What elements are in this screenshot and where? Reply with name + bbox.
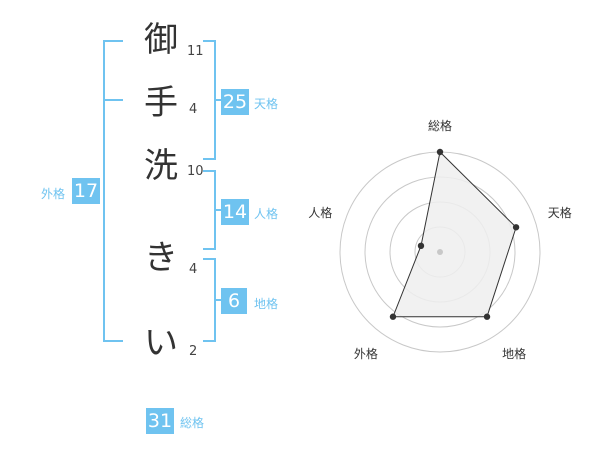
tenkaku-label: 天格 [254,97,279,111]
chikaku-label: 地格 [254,297,279,311]
stroke-count-4: 4 [189,262,198,277]
soukaku-label: 総格 [180,416,205,430]
stroke-count-2: 4 [189,102,198,117]
jinkaku-value: 14 [221,199,249,225]
radar-point-1 [436,148,444,156]
stroke-count-3: 10 [187,164,204,179]
name-char-2: 手 [144,83,178,123]
radar-axis-label-3: 地格 [502,346,526,361]
jinkaku-bracket-tick [214,209,222,211]
chikaku-value: 6 [221,288,247,314]
chikaku-bracket-tick [214,299,222,301]
radar-axis-label-1: 総格 [428,118,452,133]
tenkaku-bracket-tick [214,99,222,101]
name-char-5: い [144,323,178,363]
radar-axis-label-4: 外格 [354,346,378,361]
gaikaku-label: 外格 [41,187,66,201]
name-char-3: 洗 [144,146,178,186]
name-char-1: 御 [144,20,178,60]
stroke-count-1: 11 [187,44,204,59]
radar-point-3 [483,313,491,320]
gaikaku-bracket-tick [103,99,123,101]
tenkaku-value: 25 [221,89,249,115]
name-char-4: き [144,238,178,278]
radar-axis-label-2: 天格 [548,205,572,220]
gaikaku-bracket [103,40,123,342]
jinkaku-label: 人格 [254,207,279,221]
soukaku-value: 31 [146,408,174,434]
radar-axis-label-5: 人格 [308,205,332,220]
stroke-count-5: 2 [189,344,198,359]
radar-point-4 [389,313,397,320]
gaikaku-value: 17 [72,178,100,204]
radar-polygon [392,150,517,318]
radar-point-2 [512,224,520,231]
radar-center-dot [437,249,443,255]
radar-point-5 [417,242,425,250]
